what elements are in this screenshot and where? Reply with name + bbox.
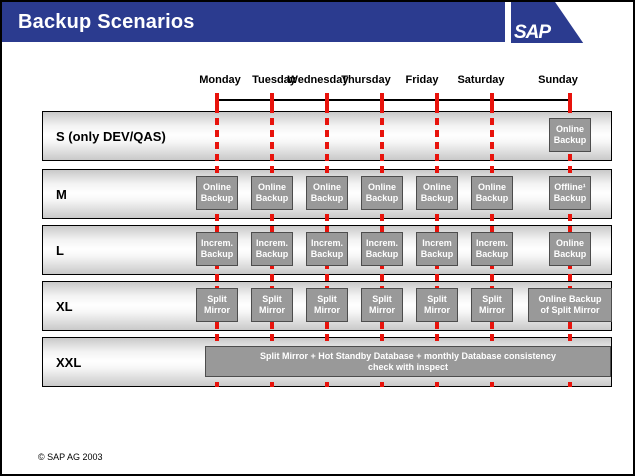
backup-box-line: Online: [257, 182, 286, 192]
backup-box-line: Increm.: [475, 238, 508, 248]
backup-box-line: Backup: [365, 193, 399, 203]
backup-box-line: Backup: [200, 249, 234, 259]
backup-box-line: Increm.: [310, 238, 343, 248]
backup-box-line: Mirror: [478, 305, 505, 315]
title-bar: Backup Scenarios: [2, 2, 505, 42]
backup-box-line: Offline¹: [554, 182, 586, 192]
day-label: Tuesday: [252, 74, 296, 86]
backup-box-line: Online: [422, 182, 451, 192]
backup-box-line: Increm.: [200, 238, 233, 248]
backup-box-line: Online Backup: [538, 294, 602, 304]
backup-box-line: Backup: [255, 249, 289, 259]
day-label: Monday: [199, 74, 241, 86]
backup-box-line: Mirror: [258, 305, 285, 315]
day-tick: [380, 93, 384, 106]
backup-box-line: Split: [427, 294, 447, 304]
backup-box: Increm.Backup: [306, 232, 348, 266]
backup-box-line: Split: [317, 294, 337, 304]
day-tick: [435, 93, 439, 106]
copyright: © SAP AG 2003: [38, 452, 103, 462]
backup-box: Increm.Backup: [196, 232, 238, 266]
scenario-label: XXL: [56, 354, 82, 370]
backup-box: Increm.Backup: [471, 232, 513, 266]
backup-box-line: Increm.: [365, 238, 398, 248]
backup-box-line: Backup: [553, 135, 587, 145]
timeline-axis: [216, 99, 572, 101]
backup-box-line: Backup: [553, 249, 587, 259]
day-label: Wednesday: [287, 74, 349, 86]
backup-box-line: Increm: [422, 238, 452, 248]
backup-box-line: Mirror: [313, 305, 340, 315]
backup-box-line: Backup: [255, 193, 289, 203]
backup-box: Increm.Backup: [361, 232, 403, 266]
backup-box-line: Increm.: [255, 238, 288, 248]
backup-box-line: of Split Mirror: [540, 305, 600, 315]
day-tick: [270, 93, 274, 106]
backup-box-line: Online: [555, 124, 584, 134]
backup-box-line: Backup: [475, 249, 509, 259]
backup-box-line: Split: [372, 294, 392, 304]
page-title: Backup Scenarios: [18, 10, 195, 33]
day-tick: [325, 93, 329, 106]
day-label: Sunday: [538, 74, 578, 86]
backup-box-line: check with inspect: [367, 361, 449, 372]
backup-box-line: Split: [207, 294, 227, 304]
scenario-label: XL: [56, 298, 73, 314]
backup-box-line: Backup: [553, 193, 587, 203]
backup-box-line: Online: [477, 182, 506, 192]
scenario-label: L: [56, 242, 64, 258]
day-tick: [215, 93, 219, 106]
backup-box-line: Backup: [420, 249, 454, 259]
backup-box-line: Mirror: [203, 305, 230, 315]
backup-box-line: Split: [482, 294, 502, 304]
backup-box: Increm.Backup: [251, 232, 293, 266]
day-label: Saturday: [457, 74, 505, 86]
sap-logo: SAP: [511, 2, 584, 43]
backup-box-line: Online: [202, 182, 231, 192]
backup-box-line: Backup: [420, 193, 454, 203]
backup-box: Split Mirror + Hot Standby Database + mo…: [205, 346, 611, 377]
backup-box-line: Backup: [310, 249, 344, 259]
backup-box-line: Online: [312, 182, 341, 192]
backup-box-line: Backup: [365, 249, 399, 259]
backup-box-line: Backup: [200, 193, 234, 203]
backup-box-line: Mirror: [423, 305, 450, 315]
backup-box-line: Split: [262, 294, 282, 304]
backup-box-line: Backup: [310, 193, 344, 203]
backup-box-line: Split Mirror + Hot Standby Database + mo…: [259, 350, 557, 361]
day-tick: [568, 93, 572, 106]
day-tick: [490, 93, 494, 106]
backup-box-line: Online: [555, 238, 584, 248]
day-label: Friday: [405, 74, 439, 86]
scenario-label: S (only DEV/QAS): [56, 128, 166, 144]
backup-box-line: Backup: [475, 193, 509, 203]
scenario-label: M: [56, 186, 67, 202]
sap-logo-text: SAP: [514, 22, 551, 43]
day-label: Thursday: [341, 74, 391, 86]
backup-box-line: Online: [367, 182, 396, 192]
backup-box-line: Mirror: [368, 305, 395, 315]
